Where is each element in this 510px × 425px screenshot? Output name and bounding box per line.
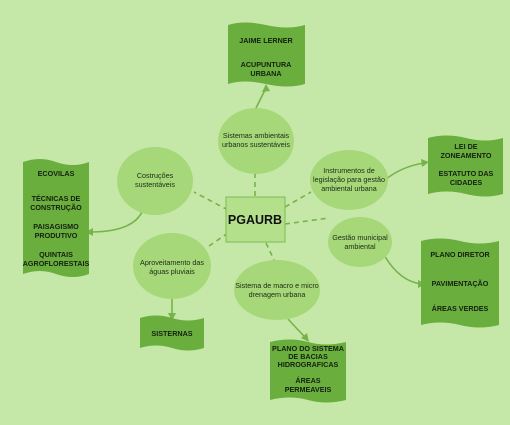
arrowhead <box>86 228 93 236</box>
banner-left-line-3: TÉCNICAS DE <box>32 194 81 203</box>
node-aproveitamento-line-2: águas pluviais <box>149 267 195 276</box>
banner-bottom-center-line-1: PLANO DO SISTEMA <box>272 344 344 353</box>
banner-bottom-left-line-1: SISTERNAS <box>151 329 192 338</box>
node-ambientais-line-1: Sistemas ambientais <box>223 131 290 140</box>
banner-right-bottom-line-1: PLANO DIRETOR <box>430 250 490 259</box>
banner-top[interactable]: JAIME LERNER ACUPUNTURA URBANA <box>228 22 305 87</box>
link-center-drenagem <box>265 242 276 263</box>
node-instrumentos-line-2: legislação para gestão <box>313 175 385 184</box>
node-aproveitamento-line-1: Aproveitamento das <box>140 258 204 267</box>
link-center-aproveitamento <box>208 232 229 247</box>
banner-top-line-3: ACUPUNTURA <box>241 60 292 69</box>
banner-left-line-9: QUINTAIS <box>39 250 73 259</box>
node-ambientais-line-2: urbanos sustentáveis <box>222 140 290 149</box>
banner-bottom-center-line-2: DE BACIAS <box>288 352 328 361</box>
banner-bottom-center[interactable]: PLANO DO SISTEMA DE BACIAS HIDROGRAFICAS… <box>270 339 346 403</box>
node-aproveitamento[interactable]: Aproveitamento das águas pluviais <box>133 233 211 299</box>
banner-bottom-center-line-5: ÁREAS <box>295 376 320 385</box>
banner-bottom-center-line-3: HIDROGRAFICAS <box>278 360 339 369</box>
center-node[interactable]: PGAURB <box>225 196 286 243</box>
link-instrumentos-right <box>384 162 426 181</box>
arrowhead <box>262 84 270 92</box>
banner-right-top-line-4: ESTATUTO DAS <box>439 169 494 178</box>
banner-left-line-1: ECOVILAS <box>38 169 75 178</box>
node-gestao[interactable]: Gestão municipal ambiental <box>328 217 392 267</box>
banner-left-line-6: PAISAGISMO <box>33 222 79 231</box>
banner-right-top-line-2: ZONEAMENTO <box>441 151 492 160</box>
banner-right-bottom-line-5: ÁREAS VERDES <box>432 304 489 313</box>
node-drenagem-line-1: Sistema de macro e micro <box>235 281 318 290</box>
banner-left-line-4: CONSTRUÇÃO <box>30 203 82 212</box>
banner-right-top-line-1: LEI DE <box>454 142 477 151</box>
arrowhead <box>421 159 429 167</box>
banner-bottom-left[interactable]: SISTERNAS <box>140 315 204 351</box>
node-ambientais[interactable]: Sistemas ambientais urbanos sustentáveis <box>218 108 294 174</box>
link-center-instrumentos <box>284 191 312 208</box>
link-center-construcoes <box>193 191 229 211</box>
banner-bottom-center-line-6: PERMEAVEIS <box>285 385 332 394</box>
banner-left[interactable]: ECOVILAS TÉCNICAS DE CONSTRUÇÃO PAISAGIS… <box>23 159 90 277</box>
banner-right-bottom-line-3: PAVIMENTAÇÃO <box>432 279 489 288</box>
banner-left-line-7: PRODUTIVO <box>35 231 78 240</box>
connectors <box>86 84 429 342</box>
arrowhead <box>301 333 309 342</box>
node-instrumentos-line-3: ambiental urbana <box>321 184 377 193</box>
banner-right-top-line-5: CIDADES <box>450 178 483 187</box>
node-instrumentos[interactable]: Instrumentos de legislação para gestão a… <box>310 150 388 210</box>
node-construcoes[interactable]: Costruções sustentáveis <box>117 147 193 215</box>
center-node-title: PGAURB <box>228 213 282 227</box>
banner-left-line-10: AGROFLORESTAIS <box>23 259 90 268</box>
node-drenagem-line-2: drenagem urbana <box>249 290 306 299</box>
link-drenagem-bottom <box>287 318 307 339</box>
node-gestao-line-1: Gestão municipal <box>332 233 388 242</box>
arrowhead <box>168 313 176 321</box>
link-construcoes-left <box>89 211 143 233</box>
banner-top-line-1: JAIME LERNER <box>239 36 293 45</box>
banner-top-line-4: URBANA <box>250 69 281 78</box>
node-construcoes-line-2: sustentáveis <box>135 180 175 189</box>
node-instrumentos-line-1: Instrumentos de <box>323 166 375 175</box>
node-gestao-line-2: ambiental <box>344 242 376 251</box>
banner-right-bottom[interactable]: PLANO DIRETOR PAVIMENTAÇÃO ÁREAS VERDES <box>421 238 499 328</box>
node-drenagem[interactable]: Sistema de macro e micro drenagem urbana <box>234 260 320 320</box>
banner-right-top[interactable]: LEI DE ZONEAMENTO ESTATUTO DAS CIDADES <box>428 135 503 197</box>
node-construcoes-line-1: Costruções <box>137 171 174 180</box>
link-gestao-right <box>383 254 423 285</box>
link-center-gestao <box>284 217 330 225</box>
